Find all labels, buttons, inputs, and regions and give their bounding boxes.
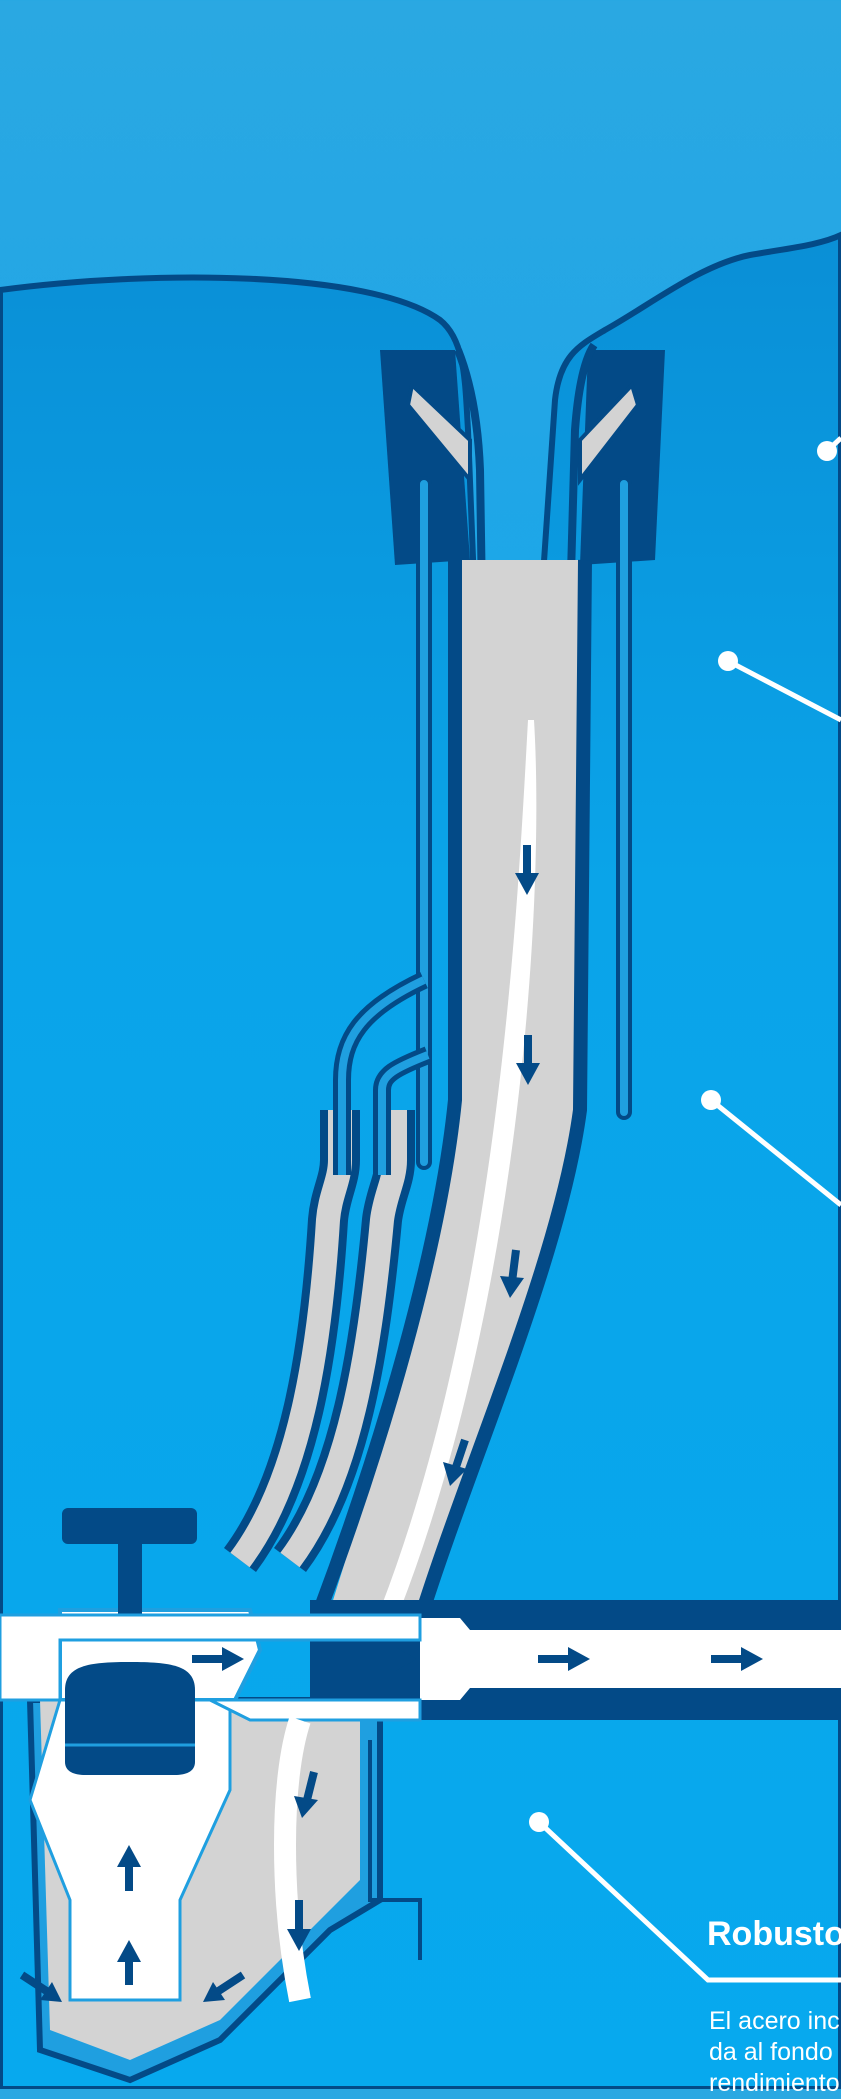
callout-dot-icon <box>529 1812 549 1832</box>
caption-body-line: da al fondo <box>709 2037 841 2068</box>
caption-body: El acero inc da al fondo rendimiento <box>709 2006 841 2099</box>
callout-dot-icon <box>701 1090 721 1110</box>
caption-body-line: El acero inc <box>709 2006 841 2037</box>
callout-dot-icon <box>817 441 837 461</box>
caption-title: Robusto <box>707 1915 841 1954</box>
caption-body-line: rendimiento <box>709 2068 841 2099</box>
callout-dot-icon <box>718 651 738 671</box>
